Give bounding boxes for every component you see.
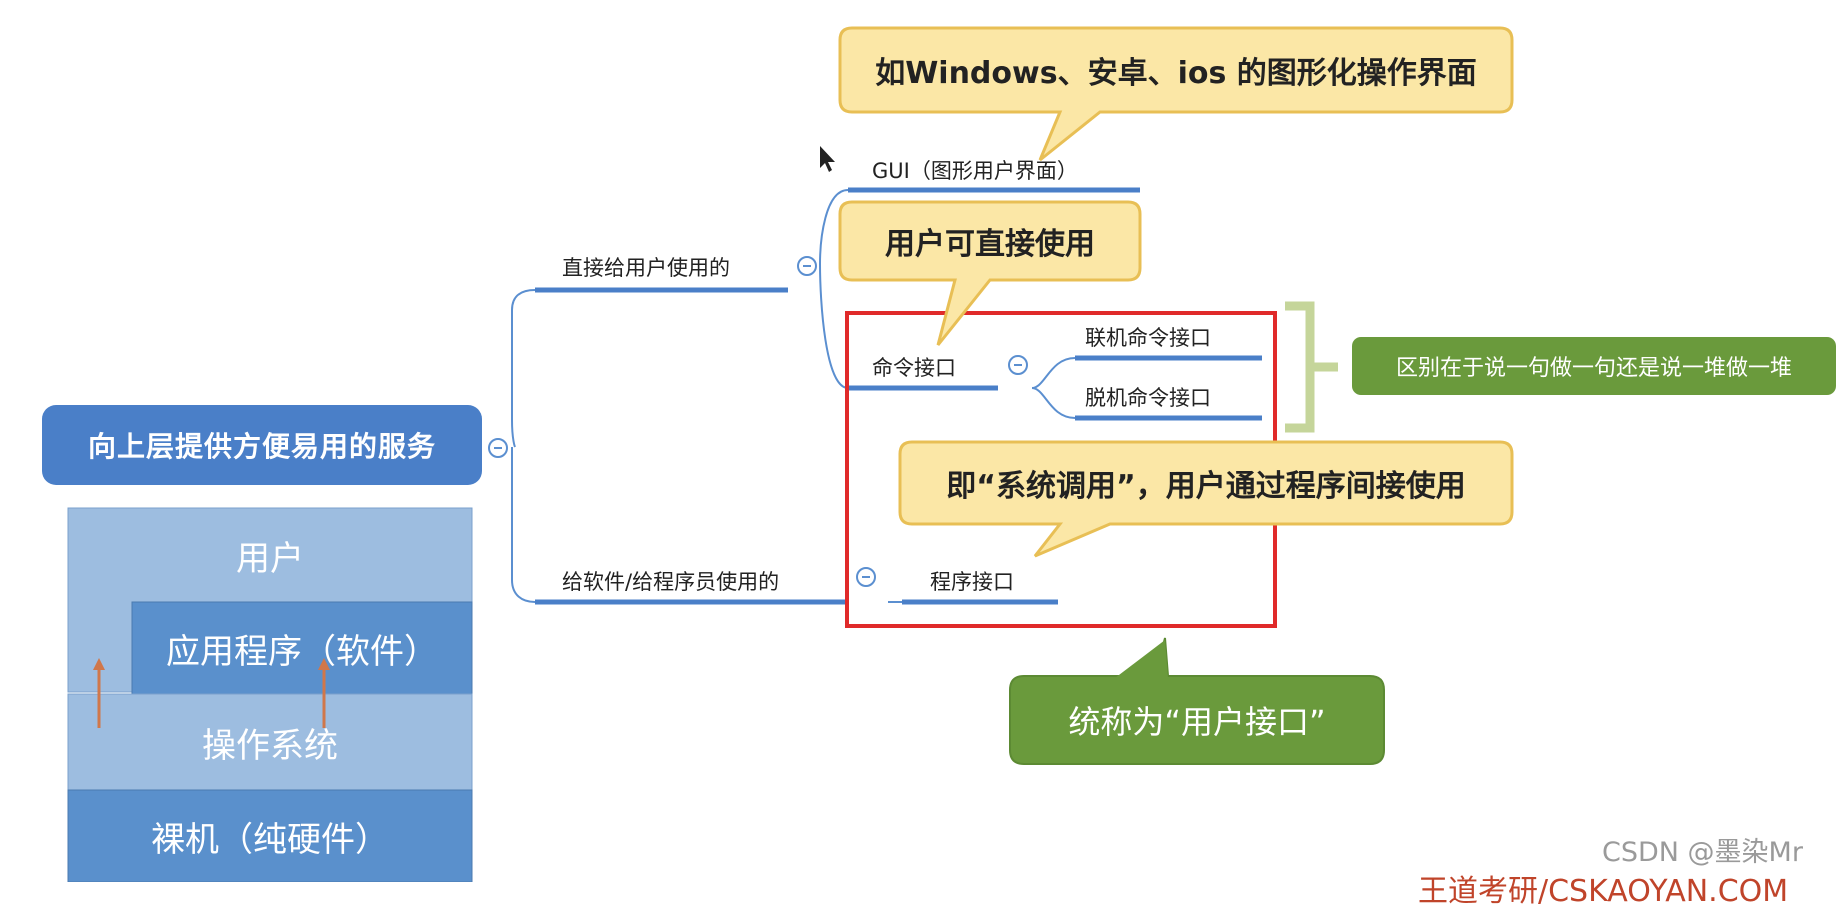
callout-syscall-text: 即“系统调用”，用户通过程序间接使用 [946, 469, 1466, 504]
callout-syscall-shape [898, 440, 1514, 558]
site-watermark: 王道考研/CSKAOYAN.COM [1418, 874, 1789, 909]
callout-gui-text: 如Windows、安卓、ios 的图形化操作界面 [875, 56, 1477, 91]
callout-command-text: 用户可直接使用 [885, 227, 1095, 262]
brace-shape [1285, 301, 1315, 433]
os-layer-stack [67, 507, 473, 882]
layer-hardware-label: 裸机（纯硬件） [151, 819, 389, 860]
layer-apps-label: 应用程序（软件） [166, 631, 438, 672]
mouse-cursor [820, 146, 835, 172]
direct-collapse-icon[interactable] [797, 256, 817, 276]
program-collapse-icon[interactable] [856, 567, 876, 587]
branch-direct-label[interactable]: 直接给用户使用的 [562, 256, 730, 280]
branch-offline-cmd-label[interactable]: 脱机命令接口 [1085, 386, 1211, 410]
layer-user-label: 用户 [236, 538, 304, 579]
callout-summary-text: 统称为“用户接口” [1068, 703, 1326, 741]
branch-command-label[interactable]: 命令接口 [872, 356, 956, 380]
branch-program-iface-label[interactable]: 程序接口 [930, 570, 1014, 594]
layer-os-label: 操作系统 [202, 725, 338, 766]
command-collapse-icon[interactable] [1008, 355, 1028, 375]
csdn-watermark: CSDN @墨染Mr [1602, 837, 1803, 868]
diagram-canvas [67, 26, 1836, 882]
root-collapse-icon[interactable] [488, 438, 508, 458]
branch-online-cmd-label[interactable]: 联机命令接口 [1085, 326, 1211, 350]
root-node[interactable]: 向上层提供方便易用的服务 [42, 405, 482, 485]
root-label: 向上层提供方便易用的服务 [87, 430, 436, 463]
callout-summary-shape [1009, 637, 1385, 765]
callout-gui-shape [838, 26, 1514, 162]
diff-note-shape [1352, 337, 1836, 395]
branch-gui-label[interactable]: GUI（图形用户界面） [872, 159, 1078, 183]
branch-for-programs-label[interactable]: 给软件/给程序员使用的 [562, 570, 780, 594]
callout-command-shape [838, 200, 1142, 346]
diff-note-text: 区别在于说一句做一句还是说一堆做一堆 [1395, 356, 1792, 381]
